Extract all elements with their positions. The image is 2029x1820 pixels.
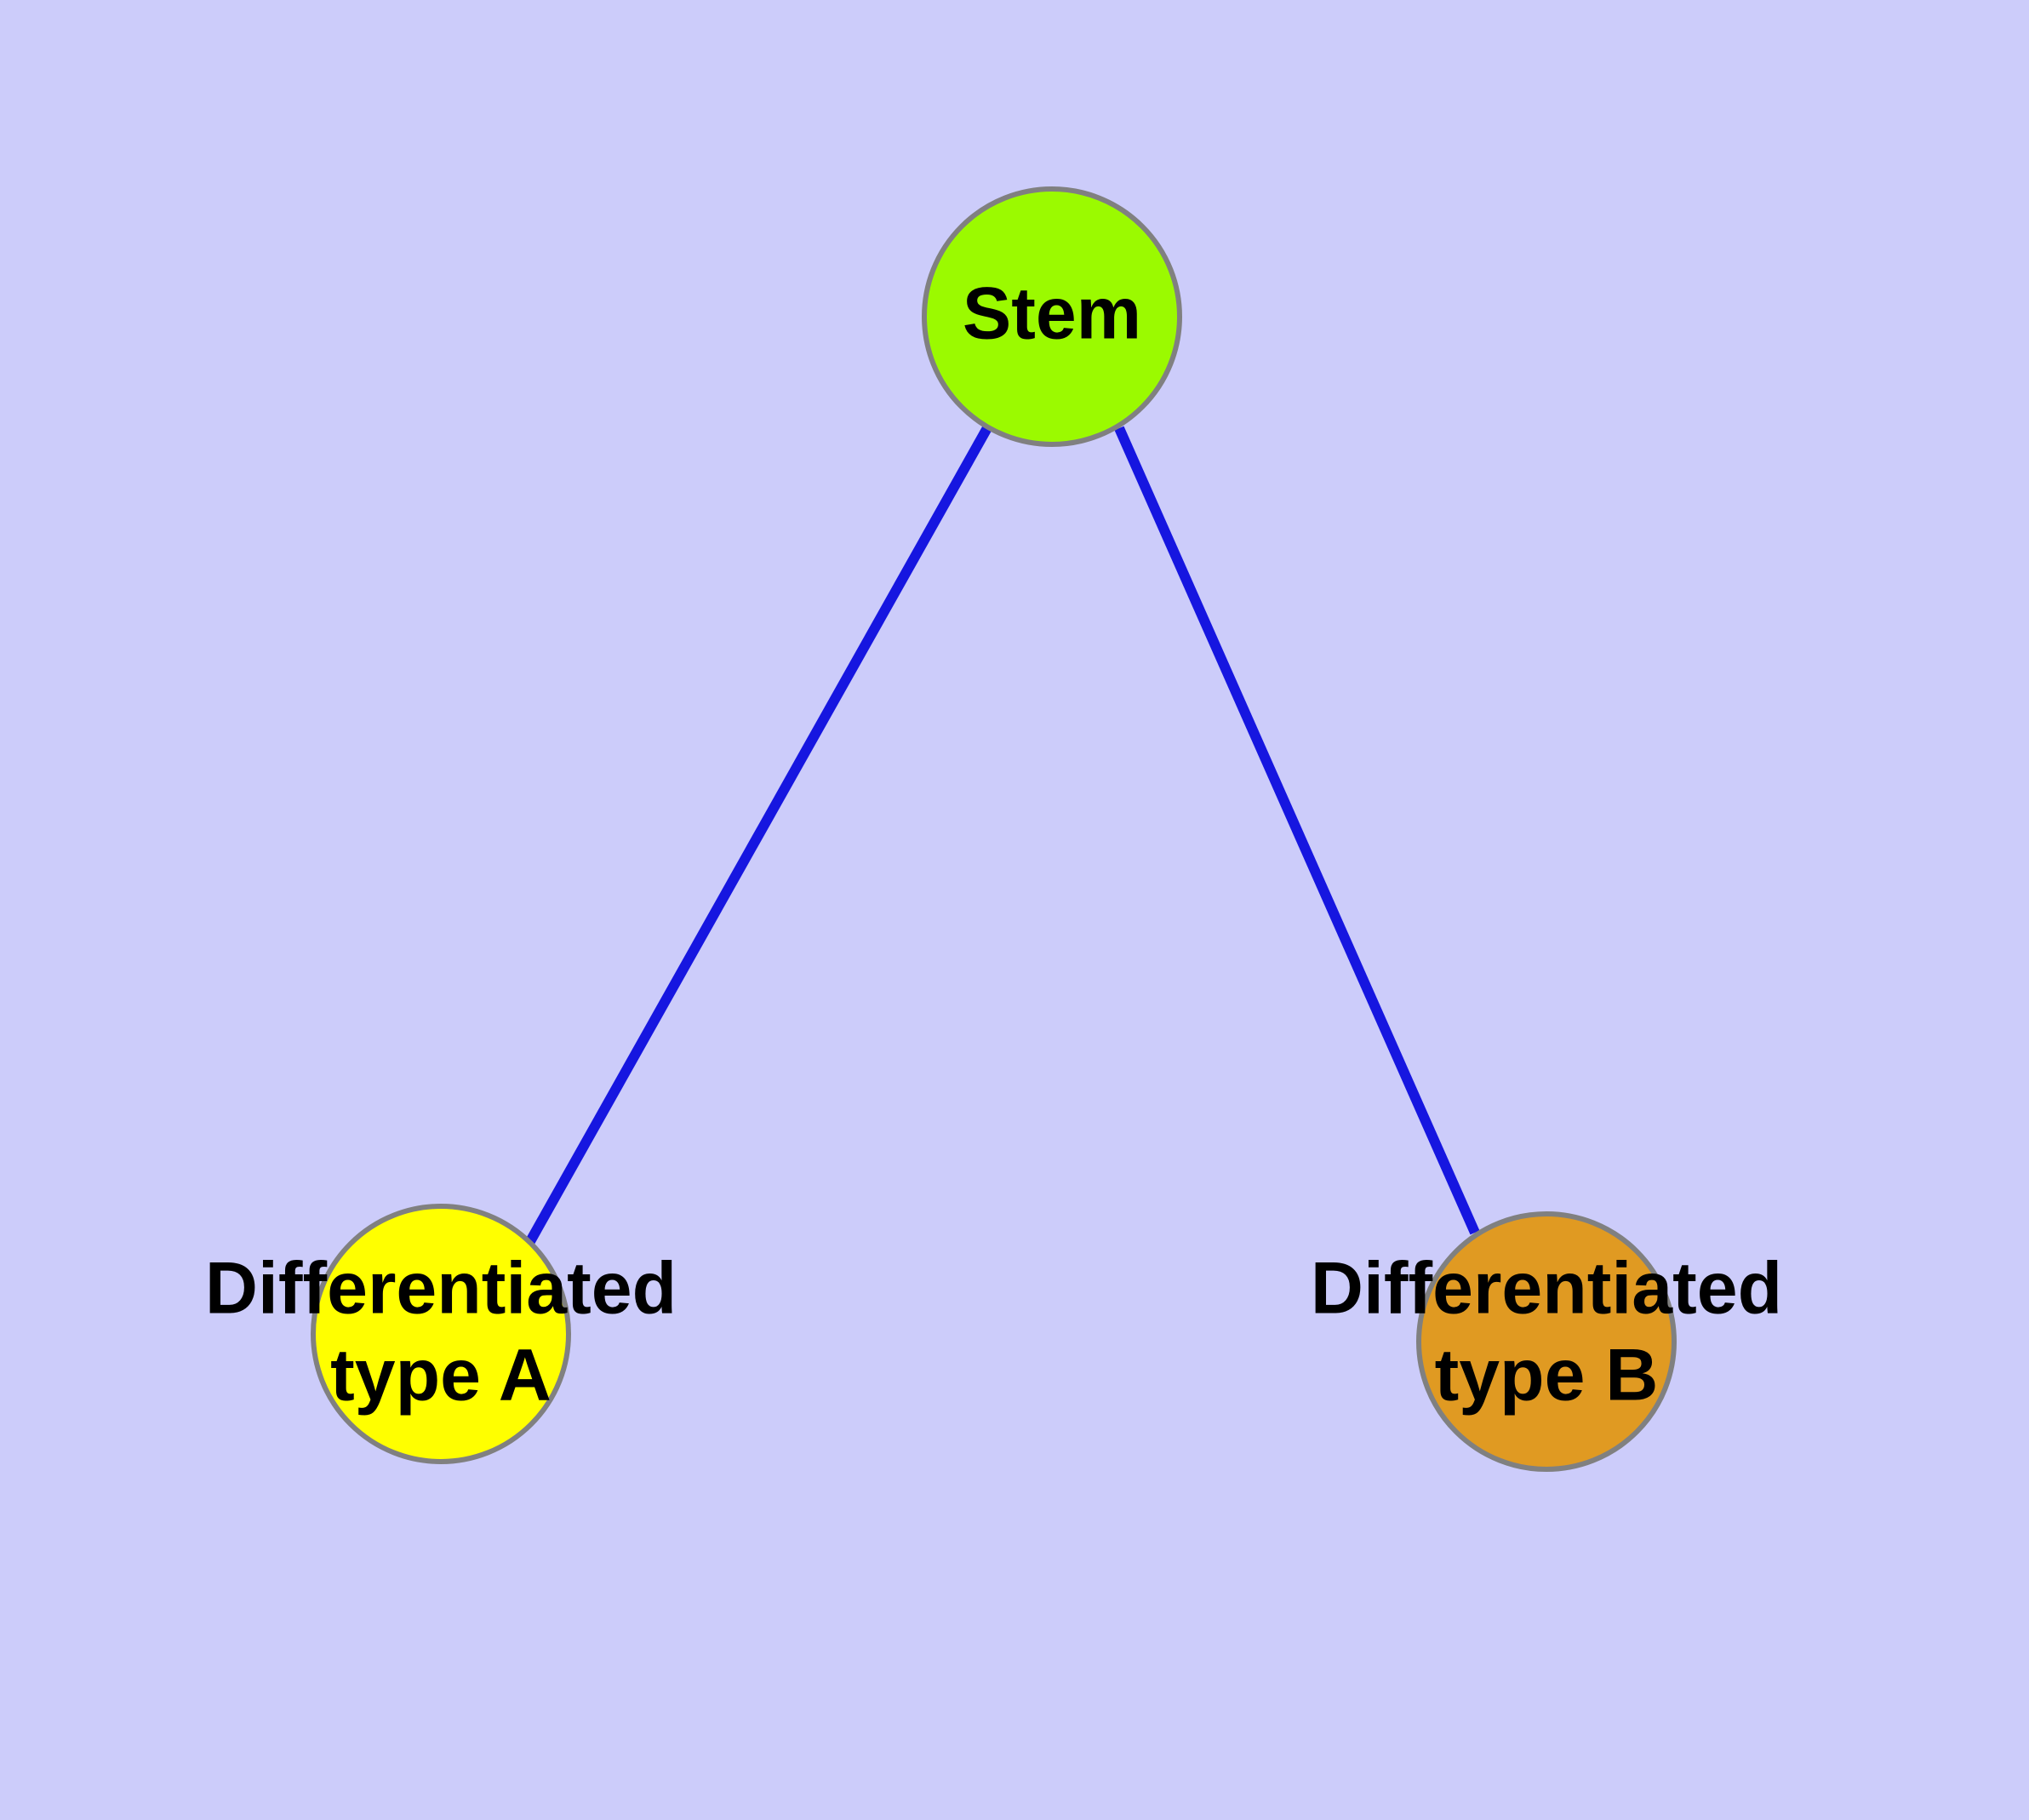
node-differentiated-type-a-label-line1: Differentiated [205, 1248, 677, 1330]
edge-stem-to-differentiated-type-b[interactable] [1114, 426, 1480, 1235]
node-differentiated-type-a-circle[interactable] [311, 1204, 571, 1464]
node-differentiated-type-b-label-line2: type B [1435, 1335, 1659, 1417]
node-differentiated-type-b[interactable] [1416, 1211, 1677, 1472]
edge-stem-to-differentiated-type-a[interactable] [524, 424, 993, 1245]
node-differentiated-type-b-circle[interactable] [1416, 1211, 1677, 1472]
edge-layer [524, 424, 1480, 1245]
label-layer: Stem Differentiated type A Differentiate… [205, 273, 1782, 1417]
node-differentiated-type-a[interactable] [311, 1204, 571, 1464]
node-stem-label: Stem [963, 273, 1141, 355]
node-differentiated-type-a-label-line2: type A [330, 1335, 552, 1417]
node-stem-circle[interactable] [922, 186, 1182, 447]
node-stem[interactable] [922, 186, 1182, 447]
node-differentiated-type-b-label-line1: Differentiated [1311, 1248, 1782, 1330]
node-layer [311, 186, 1677, 1472]
